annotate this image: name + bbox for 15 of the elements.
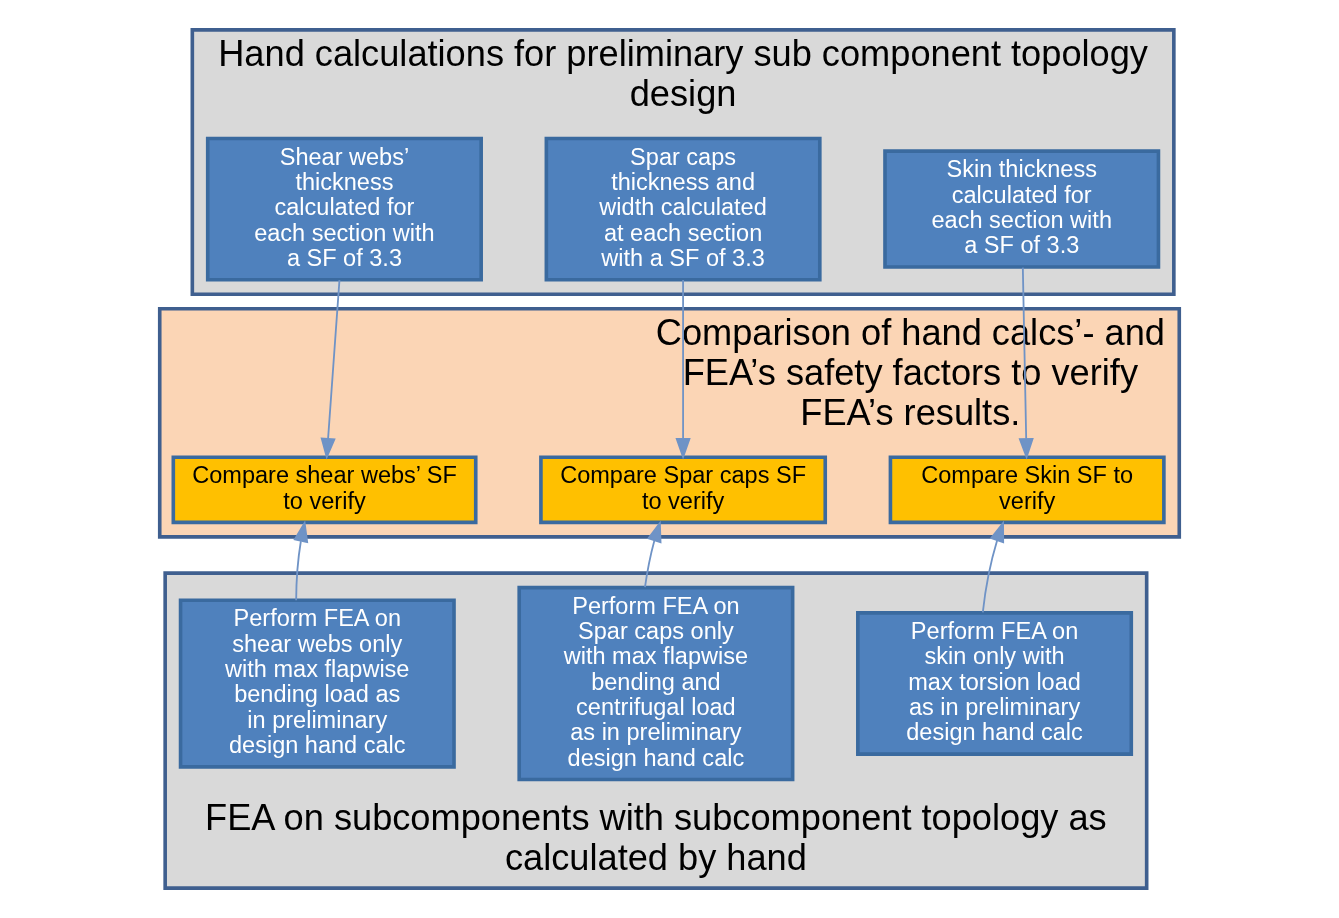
arrow: [644, 520, 662, 588]
node-box: Skin thickness calculated for each section with a SF of 3.3: [883, 149, 1161, 269]
node-box: Compare Spar caps SF to verify: [539, 455, 828, 525]
node-box: Perform FEA on Spar caps only with max flapwise bending and centrifugal load as in preliminary design hand calc: [517, 585, 795, 782]
node-box: Compare Skin SF to verify: [888, 455, 1166, 525]
node-box: Perform FEA on skin only with max torsion load as in preliminary design hand calc: [856, 611, 1134, 756]
arrow: [675, 279, 691, 460]
node-box: Compare shear webs’ SF to verify: [171, 455, 478, 525]
node-box: Perform FEA on shear webs only with max flapwise bending load as in preliminary design hand calc: [178, 598, 456, 769]
node-box: Spar caps thickness and width calculated at each section with a SF of 3.3: [544, 136, 822, 282]
arrow: [320, 279, 341, 460]
arrow: [981, 520, 1005, 614]
arrow: [1018, 266, 1034, 460]
node-box: Shear webs’ thickness calculated for each section with a SF of 3.3: [205, 136, 483, 282]
arrow: [293, 520, 309, 602]
